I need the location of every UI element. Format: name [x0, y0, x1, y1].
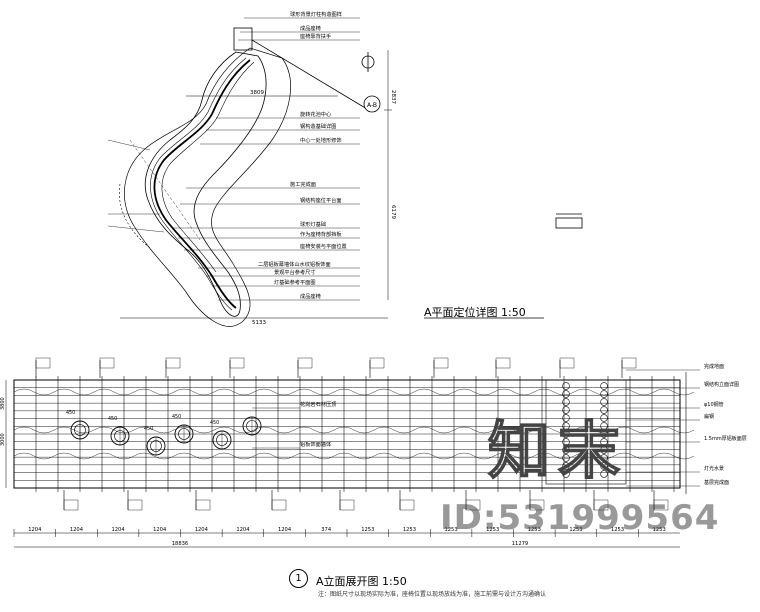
dim-right-top: 2837: [390, 90, 396, 104]
elevation-labels: 1204 1204 1204 1204 1204 1204 1204 374 1253 1253 1…: [0, 363, 747, 547]
plan-title: A平面定位详图 1:50: [424, 306, 526, 319]
dim-bottom-value: 1253: [486, 527, 499, 533]
dim-bottom-value: 1253: [653, 527, 666, 533]
dim-bottom-value: 1204: [278, 527, 292, 533]
dim-bottom-value: 1204: [28, 527, 42, 533]
elevation-view: [5, 357, 695, 548]
elevation-right-label: φ10钢管: [704, 401, 724, 408]
dim-bottom-value: 1204: [153, 527, 167, 533]
dim-bottom-value: 374: [321, 527, 332, 533]
dim-circle: 450: [66, 410, 75, 416]
elevation-inline-label: 铝板饰面墙体: [300, 440, 332, 448]
elevation-right-label: 1.5mm厚铝板面层: [704, 435, 747, 442]
plan-leader-label: 中心一处地形修饰: [300, 136, 342, 144]
dim-bottom-value: 1253: [403, 527, 416, 533]
elevation-number-badge: 1: [289, 569, 308, 588]
plan-leader-label: 球形背景灯柱构造图样: [290, 10, 342, 18]
elevation-right-label: 扁钢: [704, 413, 714, 420]
plan-dimensions: 3809 2837 6179 5133: [250, 90, 396, 326]
dim-height: 3000: [0, 433, 6, 446]
dim-bottom-value: 1253: [569, 527, 582, 533]
plan-leader-label: 景观平台参考尺寸: [274, 268, 316, 276]
dim-total-right: 11279: [512, 541, 529, 547]
bench-outer-edge: [144, 51, 267, 317]
plan-leader-label: 座椅靠背扶手: [300, 32, 331, 40]
dim-bottom-value: 1204: [195, 527, 209, 533]
svg-text:A-B: A-B: [367, 102, 377, 109]
dim-circle: 450: [210, 420, 219, 426]
elevation-note: 注：图纸尺寸以现场实际为准，座椅位置以现场放线为准，施工前需与设计方沟通确认: [318, 591, 547, 598]
elevation-right-label: 基层完成面: [704, 479, 729, 486]
plan-leader-label: 钢构造基础详图: [300, 122, 336, 130]
elevation-title: A立面展开图 1:50: [316, 575, 407, 588]
plan-leader-label: 球形灯基础: [300, 220, 326, 228]
dim-bottom-value: 1204: [236, 527, 250, 533]
dim-bottom-value: 1253: [611, 527, 624, 533]
plan-leader-label: 成品座椅: [300, 292, 321, 300]
watermark-brand: 知末: [488, 414, 628, 487]
section-callout-marker: A-B: [363, 95, 381, 113]
plan-leader-label: 二层铝板幕墙体山水纹铝板饰面: [258, 260, 331, 268]
plan-view: A-B: [119, 27, 583, 327]
plan-leader-label: 作为座椅背部挡板: [300, 230, 342, 238]
elevation-right-label: 灯光水景: [704, 465, 724, 472]
dim-bottom-value: 1253: [361, 527, 374, 533]
plan-leader-label: 施工完成面: [290, 180, 316, 188]
plan-leader-label: 钢结构座位平台面: [300, 196, 342, 204]
elevation-right-label: 完成地面: [704, 363, 724, 370]
dim-top: 3809: [250, 90, 264, 96]
dim-circle: 450: [172, 414, 181, 420]
plan-leader-label: 旋转花池中心: [300, 110, 331, 118]
elevation-right-label: 钢结构立面详图: [704, 381, 739, 388]
elevation-inline-label: 花岗岩石材压顶: [300, 400, 336, 408]
dim-bottom-value: 1204: [111, 527, 125, 533]
dim-bottom-value: 1253: [528, 527, 541, 533]
dim-circle: 450: [108, 416, 117, 422]
dim-right: 6179: [390, 205, 396, 219]
dim-total-left: 18836: [172, 541, 189, 547]
dim-circle: 450: [144, 426, 153, 432]
plan-leader-label: 座椅安装与平面位置: [300, 242, 347, 250]
dim-bottom-value: 1204: [70, 527, 84, 533]
dim-bottom-value: 1253: [444, 527, 457, 533]
plan-leader-label: 成品座椅: [300, 24, 321, 32]
dim-bottom: 5133: [252, 320, 266, 326]
platform-outline: [124, 47, 291, 327]
plan-leader-lines: 球形背景灯柱构造图样成品座椅座椅靠背扶手旋转花池中心钢构造基础详图中心一处地形修…: [107, 10, 360, 301]
dim-height: 3800: [0, 397, 6, 410]
plan-leader-label: 灯基础参考平面图: [274, 278, 316, 286]
